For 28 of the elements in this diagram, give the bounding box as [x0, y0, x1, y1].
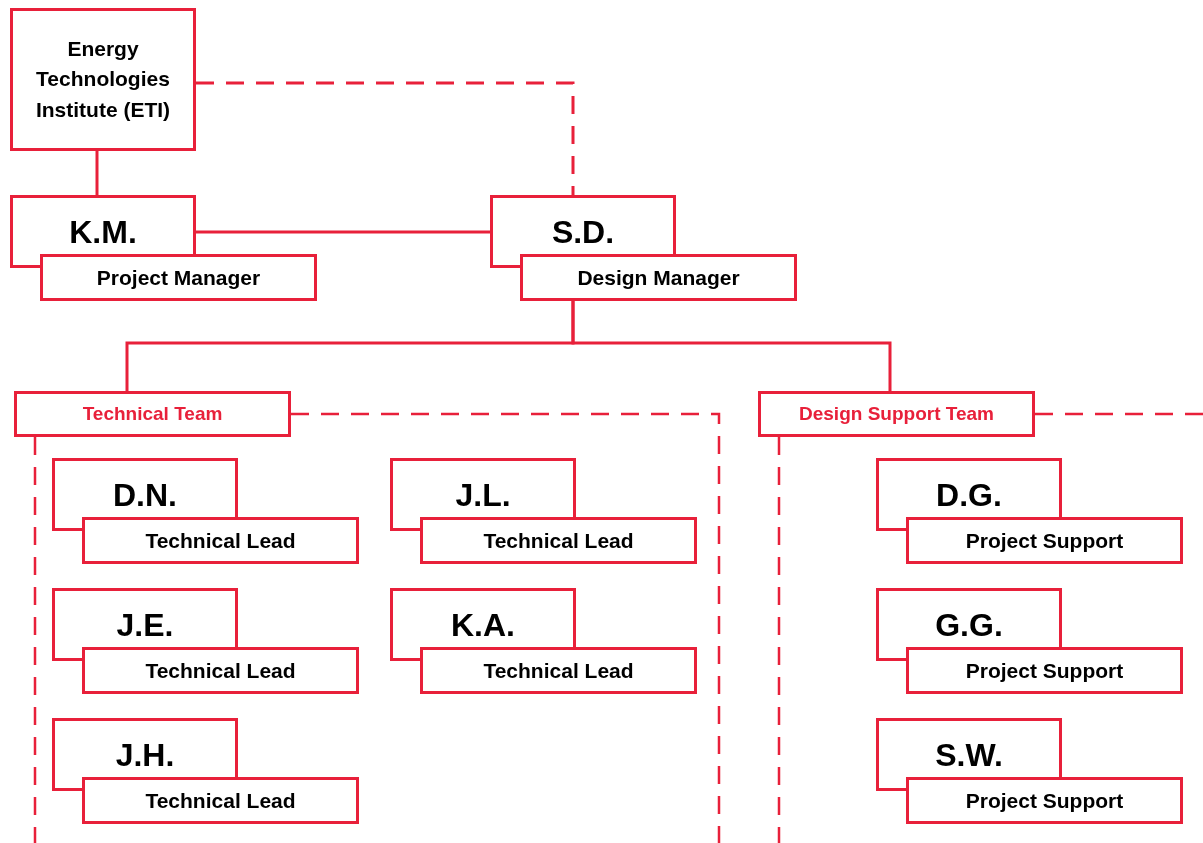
role-title: Design Manager	[577, 265, 740, 290]
organization-name: Energy Technologies Institute (ETI)	[34, 35, 172, 123]
person-initials: J.L.	[454, 478, 512, 512]
person-initials: G.G.	[934, 608, 1004, 642]
role-title: Technical Lead	[483, 528, 634, 553]
person-initials: S.W.	[934, 738, 1004, 772]
connector-line	[571, 301, 892, 391]
person-initials: J.H.	[114, 738, 176, 772]
role-title: Project Support	[965, 658, 1124, 683]
role-title: Project Support	[965, 788, 1124, 813]
role-title: Technical Lead	[145, 658, 296, 683]
person-initials: K.M.	[68, 215, 138, 249]
role-title: Project Manager	[96, 265, 261, 290]
role-title: Technical Lead	[483, 658, 634, 683]
connector-line	[95, 151, 99, 195]
organization-box	[10, 8, 196, 151]
connector-line	[196, 81, 575, 195]
person-initials: J.E.	[115, 608, 175, 642]
person-initials: D.N.	[112, 478, 178, 512]
person-initials: K.A.	[450, 608, 516, 642]
team-title: Design Support Team	[799, 403, 994, 425]
role-title: Project Support	[965, 528, 1124, 553]
connector-line	[196, 230, 490, 234]
person-initials: S.D.	[550, 215, 616, 249]
role-title: Technical Lead	[145, 528, 296, 553]
person-initials: D.G.	[935, 478, 1003, 512]
team-title: Technical Team	[82, 403, 223, 425]
role-title: Technical Lead	[145, 788, 296, 813]
